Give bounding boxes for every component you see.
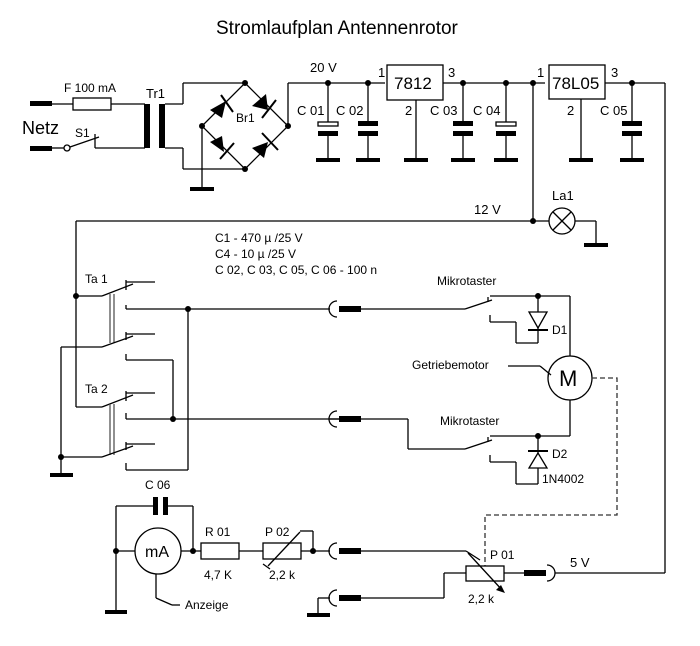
- c02-label: C 02: [336, 103, 363, 118]
- plug-socket: [546, 564, 556, 582]
- regulator-7812-label: 7812: [394, 74, 432, 93]
- r01-label: R 01: [205, 525, 231, 539]
- lamp-la1: La1: [548, 188, 608, 247]
- limit-switch-2: [464, 435, 570, 485]
- c03-label: C 03: [430, 103, 457, 118]
- pin-label: 1: [378, 65, 385, 80]
- resistor-r01: [200, 542, 240, 560]
- switch-s1-contact: [63, 144, 71, 152]
- diode-d1: D1: [527, 296, 568, 343]
- plug-socket: [328, 589, 338, 607]
- motor: M Getriebemotor: [412, 355, 593, 401]
- plug-pin: [524, 570, 546, 576]
- limit-switch-1: [464, 295, 570, 344]
- p02-value: 2,2 k: [269, 568, 296, 582]
- p01-label: P 01: [490, 548, 515, 562]
- diode-d1-label: D1: [552, 323, 568, 337]
- capacitor-c02: C 02: [336, 83, 380, 162]
- p02-label: P 02: [265, 525, 290, 539]
- capacitor-c06: [153, 497, 158, 515]
- potentiometer-p01: [465, 565, 505, 582]
- mains-label: Netz: [22, 118, 59, 138]
- plug-pin: [339, 416, 361, 422]
- c05-label: C 05: [600, 103, 627, 118]
- regulator-78l05: 78L05 1 3 2: [537, 64, 665, 162]
- motor-symbol: M: [559, 366, 577, 391]
- transformer-tr1: Tr1: [144, 82, 245, 170]
- motor-label: Getriebemotor: [412, 358, 489, 372]
- pin-label: 2: [405, 103, 412, 118]
- regulator-7812: 7812 1 3 2: [378, 64, 545, 162]
- pin-label: 2: [567, 103, 574, 118]
- plug-socket: [328, 542, 338, 560]
- lamp-label: La1: [552, 188, 574, 203]
- note-line-2: C4 - 10 µ /25 V: [215, 247, 296, 261]
- plug-pin: [339, 306, 361, 312]
- switch-s1-label: S1: [75, 126, 90, 140]
- transformer-label: Tr1: [146, 86, 165, 101]
- bridge-rectifier-br1: Br1: [190, 80, 385, 191]
- plug-pin: [339, 595, 361, 601]
- pin-label: 1: [537, 65, 544, 80]
- rail-12v-label: 12 V: [474, 202, 501, 217]
- meter-symbol: mA: [145, 544, 169, 561]
- limit-switch-2-label: Mikrotaster: [440, 414, 499, 428]
- mechanical-linkage: [484, 377, 618, 566]
- plug-pin: [339, 548, 361, 554]
- pin-label: 3: [448, 65, 455, 80]
- rail-20v-label: 20 V: [310, 60, 337, 75]
- meter-circuit: C 06 mA Anzeige R 01 4,7 K P 02 2,2 k: [105, 478, 590, 617]
- mains-terminal-1: [30, 101, 52, 106]
- r01-value: 4,7 K: [204, 568, 232, 582]
- fuse: [72, 97, 112, 111]
- pushbutton-ta1: Ta 1: [61, 221, 188, 419]
- capacitor-c01: C 01: [297, 83, 340, 162]
- c06-label: C 06: [145, 478, 171, 492]
- rectifier-label: Br1: [236, 111, 255, 125]
- note-line-1: C1 - 470 µ /25 V: [215, 231, 303, 245]
- capacitor-c05: C 05: [600, 83, 644, 162]
- p01-value: 2,2 k: [468, 592, 495, 606]
- plug-socket: [328, 300, 338, 318]
- capacitor-c04: C 04: [473, 83, 518, 162]
- mains-input: Netz F 100 mA S1: [22, 81, 145, 152]
- c04-label: C 04: [473, 103, 500, 118]
- diagram-title: Stromlaufplan Antennenrotor: [216, 18, 459, 39]
- fuse-label: F 100 mA: [64, 81, 116, 95]
- regulator-78l05-label: 78L05: [552, 74, 599, 93]
- rail-5v-label: 5 V: [570, 555, 590, 570]
- capacitor-c03: C 03: [430, 83, 475, 162]
- ta1-label: Ta 1: [85, 272, 108, 286]
- plug-socket: [328, 410, 338, 428]
- diode-type-label: 1N4002: [542, 472, 584, 486]
- note-line-3: C 02, C 03, C 05, C 06 - 100 n: [215, 263, 377, 277]
- diode-d2: D2 1N4002: [527, 436, 584, 486]
- c01-label: C 01: [297, 103, 324, 118]
- pin-label: 3: [611, 65, 618, 80]
- ta2-label: Ta 2: [85, 382, 108, 396]
- diode-d2-label: D2: [552, 447, 568, 461]
- mains-terminal-2: [30, 146, 52, 151]
- switch-s1: [69, 136, 100, 148]
- limit-switch-1-label: Mikrotaster: [437, 274, 496, 288]
- meter-label: Anzeige: [185, 598, 229, 612]
- pushbutton-ta2: Ta 2: [50, 306, 345, 477]
